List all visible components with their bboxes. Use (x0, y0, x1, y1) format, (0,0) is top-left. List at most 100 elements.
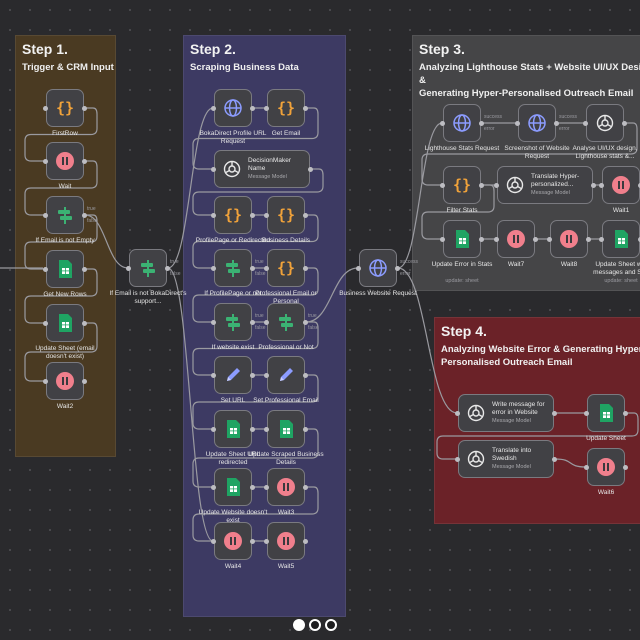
input-port[interactable] (264, 484, 269, 490)
node-get-email[interactable]: {} (267, 89, 305, 127)
node-wait4[interactable] (214, 522, 252, 560)
input-port[interactable] (515, 120, 520, 126)
node-update-sheet-email-doesn-t-exist[interactable] (46, 304, 84, 342)
input-port[interactable] (211, 319, 216, 325)
output-port[interactable] (82, 378, 87, 384)
input-port[interactable] (584, 410, 589, 416)
output-port[interactable] (479, 120, 484, 126)
node-wait8[interactable] (550, 220, 588, 258)
input-port[interactable] (455, 456, 460, 462)
input-port[interactable] (264, 319, 269, 325)
output-port[interactable] (395, 265, 400, 271)
node-if-email-is-not-empty[interactable] (46, 196, 84, 234)
connection[interactable] (421, 184, 495, 240)
node-business-website-request[interactable] (359, 249, 397, 287)
output-port[interactable] (303, 538, 308, 544)
node-update-error-in-stats[interactable] (443, 220, 481, 258)
input-port[interactable] (211, 538, 216, 544)
node-update-sheet-url-redirected[interactable] (214, 410, 252, 448)
input-port[interactable] (43, 105, 48, 111)
connection[interactable] (192, 321, 319, 376)
connection[interactable] (554, 458, 587, 468)
node-screenshot-of-website-request[interactable] (518, 104, 556, 142)
input-port[interactable] (599, 182, 604, 188)
connection[interactable] (397, 267, 458, 414)
connection[interactable] (192, 168, 324, 216)
connection[interactable] (192, 267, 319, 323)
input-port[interactable] (440, 120, 445, 126)
output-port[interactable] (250, 319, 255, 325)
node-wait[interactable] (46, 142, 84, 180)
output-port[interactable] (165, 265, 170, 271)
input-port[interactable] (43, 266, 48, 272)
connection[interactable] (24, 107, 98, 162)
input-port[interactable] (264, 105, 269, 111)
output-port[interactable] (623, 410, 628, 416)
input-port[interactable] (211, 212, 216, 218)
node-wait1[interactable] (602, 166, 640, 204)
output-port[interactable] (303, 372, 308, 378)
node-wait3[interactable] (267, 468, 305, 506)
input-port[interactable] (455, 410, 460, 416)
output-port[interactable] (250, 105, 255, 111)
output-port[interactable] (586, 236, 591, 242)
input-port[interactable] (211, 166, 216, 172)
output-port[interactable] (250, 426, 255, 432)
input-port[interactable] (211, 484, 216, 490)
output-port[interactable] (591, 182, 596, 188)
input-port[interactable] (584, 464, 589, 470)
input-port[interactable] (264, 212, 269, 218)
connection[interactable] (192, 374, 319, 430)
node-business-details[interactable]: {} (267, 196, 305, 234)
connection[interactable] (24, 322, 98, 382)
output-port[interactable] (303, 265, 308, 271)
connection[interactable] (24, 268, 98, 324)
connection[interactable] (84, 214, 129, 269)
node-set-url[interactable] (214, 356, 252, 394)
node-bokadirect-profile-url-request[interactable] (214, 89, 252, 127)
output-port[interactable] (622, 120, 627, 126)
input-port[interactable] (494, 182, 499, 188)
connection[interactable] (24, 214, 98, 270)
output-port[interactable] (552, 410, 557, 416)
input-port[interactable] (43, 212, 48, 218)
input-port[interactable] (583, 120, 588, 126)
node-if-email-is-not-bokadirect-s-support[interactable] (129, 249, 167, 287)
output-port[interactable] (303, 212, 308, 218)
input-port[interactable] (264, 372, 269, 378)
input-port[interactable] (43, 158, 48, 164)
input-port[interactable] (126, 265, 131, 271)
node-wait2[interactable] (46, 362, 84, 400)
output-port[interactable] (303, 105, 308, 111)
node-firstrow[interactable]: {} (46, 89, 84, 127)
output-port[interactable] (250, 538, 255, 544)
sticky-step-2[interactable]: Step 2. Scraping Business Data (183, 35, 346, 617)
page-dot[interactable] (325, 619, 337, 631)
input-port[interactable] (440, 236, 445, 242)
page-dot[interactable] (309, 619, 321, 631)
node-update-sheet-w-messages-and-st[interactable] (602, 220, 640, 258)
connection[interactable] (192, 486, 319, 542)
node-set-professional-email[interactable] (267, 356, 305, 394)
connection[interactable] (167, 267, 214, 542)
node-lighthouse-stats-request[interactable] (443, 104, 481, 142)
connection[interactable] (305, 267, 359, 323)
output-port[interactable] (308, 166, 313, 172)
output-port[interactable] (82, 105, 87, 111)
node-get-new-rows[interactable] (46, 250, 84, 288)
output-port[interactable] (303, 426, 308, 432)
page-dot[interactable] (293, 619, 305, 631)
output-port[interactable] (623, 464, 628, 470)
input-port[interactable] (211, 426, 216, 432)
input-port[interactable] (211, 372, 216, 378)
input-port[interactable] (264, 538, 269, 544)
output-port[interactable] (303, 484, 308, 490)
connection[interactable] (397, 122, 443, 269)
output-port[interactable] (638, 236, 640, 242)
output-port[interactable] (82, 212, 87, 218)
output-port[interactable] (250, 212, 255, 218)
